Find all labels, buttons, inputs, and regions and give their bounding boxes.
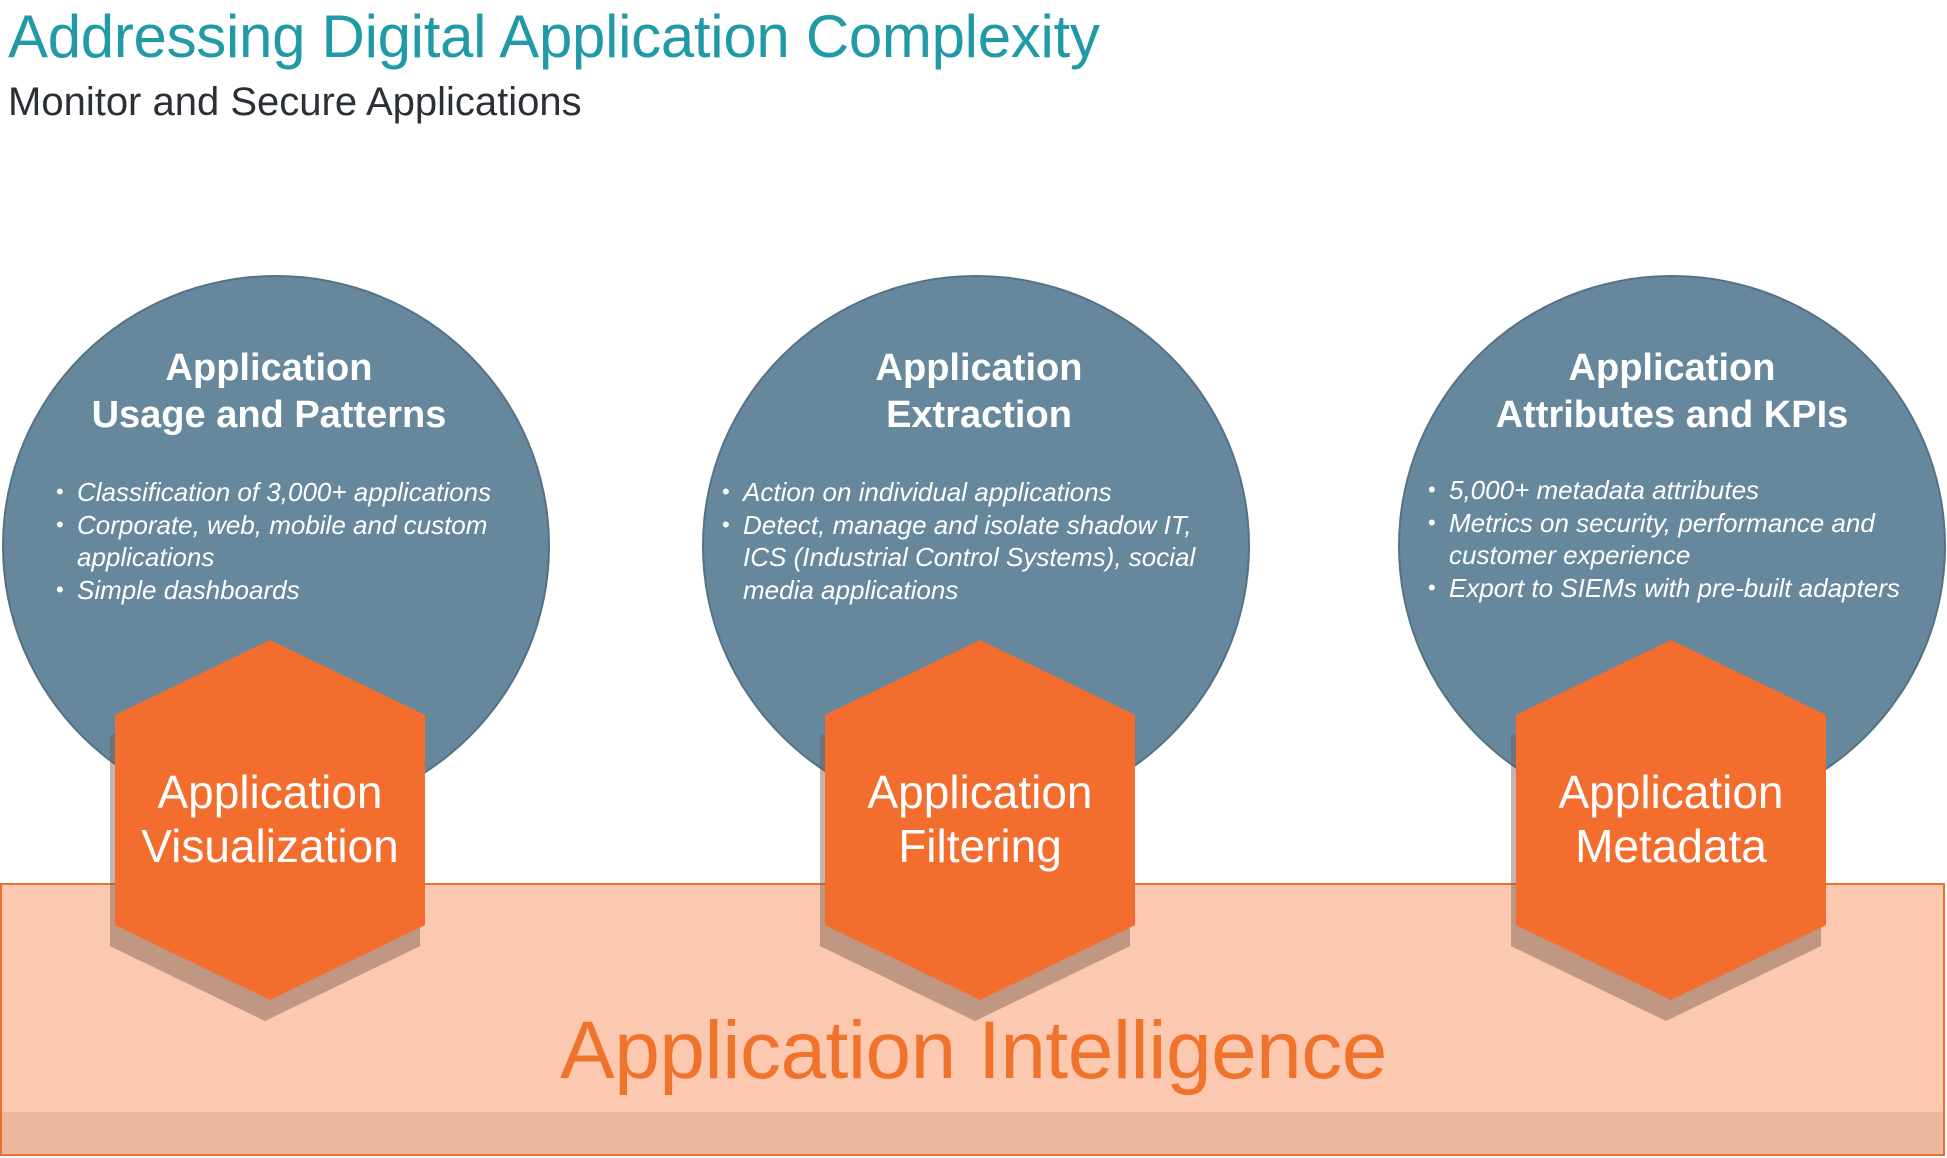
hexagon-label-line: Application	[157, 766, 383, 818]
bullet-list-attributes-and-kpis: 5,000+ metadata attributes Metrics on se…	[1428, 474, 1928, 604]
circle-title-line: Application	[875, 347, 1083, 389]
bullet-list-extraction: Action on individual applications Detect…	[722, 476, 1232, 606]
bullet-item: Simple dashboards	[56, 574, 526, 607]
circle-title-line: Attributes and KPIs	[1495, 394, 1849, 436]
hexagon-label-line: Visualization	[141, 820, 399, 872]
page-subtitle: Monitor and Secure Applications	[8, 80, 582, 124]
hexagon-label-line: Filtering	[898, 820, 1062, 872]
hexagon-label-line: Application	[1558, 766, 1784, 818]
circle-title-usage-and-patterns: Application Usage and Patterns	[0, 345, 569, 439]
bullet-list-usage-and-patterns: Classification of 3,000+ applications Co…	[56, 476, 526, 606]
hexagon-label-line: Application	[867, 766, 1093, 818]
circle-title-attributes-and-kpis: Application Attributes and KPIs	[1372, 345, 1947, 439]
bullet-item: Classification of 3,000+ applications	[56, 476, 526, 509]
hexagon-visualization	[115, 640, 425, 1000]
bullet-item: Metrics on security, performance and cus…	[1428, 507, 1928, 572]
band-bottom-strip	[2, 1112, 1943, 1154]
bullet-item: Detect, manage and isolate shadow IT, IC…	[722, 509, 1232, 607]
circle-title-extraction: Application Extraction	[679, 345, 1279, 439]
hexagon-label-filtering: Application Filtering	[825, 765, 1135, 873]
circle-title-line: Application	[1568, 347, 1776, 389]
bullet-item: Action on individual applications	[722, 476, 1232, 509]
band-label: Application Intelligence	[560, 1005, 1387, 1096]
bullet-item: Export to SIEMs with pre-built adapters	[1428, 572, 1928, 605]
hexagon-filtering	[825, 640, 1135, 1000]
hexagon-label-visualization: Application Visualization	[115, 765, 425, 873]
hexagon-label-line: Metadata	[1575, 820, 1767, 872]
hexagon-metadata	[1516, 640, 1826, 1000]
circle-title-line: Application	[165, 347, 373, 389]
circle-title-line: Extraction	[886, 394, 1072, 436]
hexagon-label-metadata: Application Metadata	[1516, 765, 1826, 873]
circle-title-line: Usage and Patterns	[91, 394, 447, 436]
bullet-item: 5,000+ metadata attributes	[1428, 474, 1928, 507]
bullet-item: Corporate, web, mobile and custom applic…	[56, 509, 526, 574]
page-title: Addressing Digital Application Complexit…	[8, 3, 1100, 70]
